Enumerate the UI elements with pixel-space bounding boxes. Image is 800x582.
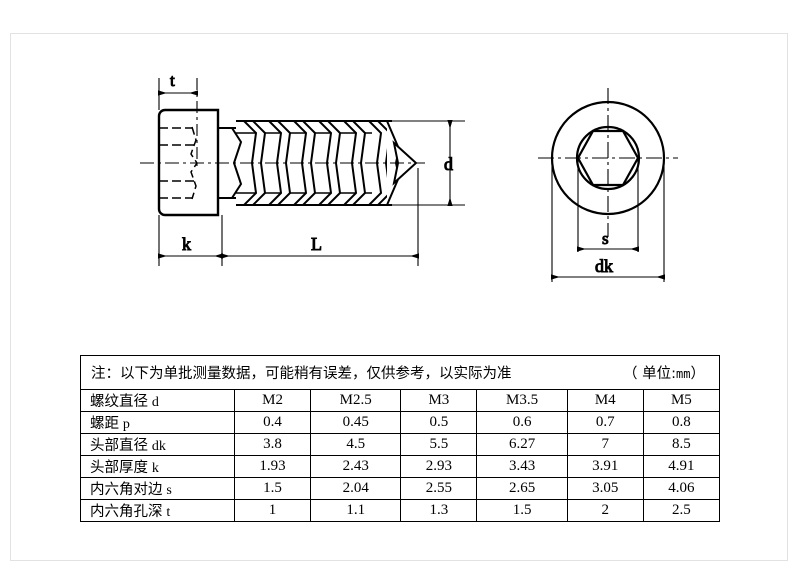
screw-head-outline <box>157 108 220 217</box>
cell-p-m35: 0.6 <box>476 411 568 434</box>
cell-dk-m35: 6.27 <box>476 433 568 456</box>
table-row: 螺距 p 0.4 0.45 0.5 0.6 0.7 0.8 <box>80 411 721 434</box>
cell-s-m25: 2.04 <box>310 477 402 500</box>
dim-k-label: k <box>182 234 191 254</box>
cell-s-m35: 2.65 <box>476 477 568 500</box>
row-label-head-thickness: 头部厚度 k <box>80 455 235 478</box>
cell-d-m25: M2.5 <box>310 389 402 412</box>
cell-dk-m2: 3.8 <box>233 433 312 456</box>
row-label-thread-diameter: 螺纹直径 d <box>80 389 235 412</box>
table-row: 头部直径 dk 3.8 4.5 5.5 6.27 7 8.5 <box>80 433 721 456</box>
table-unit-label: （ 单位:mm） <box>623 365 705 382</box>
cell-t-m4: 2 <box>566 499 644 522</box>
cell-d-m4: M4 <box>566 389 644 412</box>
table-note-cell: 注：以下为单批测量数据，可能稍有误差，仅供参考，以实际为准 （ 单位:mm） <box>80 355 720 390</box>
cell-dk-m3: 5.5 <box>400 433 478 456</box>
cell-s-m3: 2.55 <box>400 477 478 500</box>
table-row: 内六角孔深 t 1 1.1 1.3 1.5 2 2.5 <box>80 499 721 522</box>
cell-p-m3: 0.5 <box>400 411 478 434</box>
cell-t-m5: 2.5 <box>642 499 721 522</box>
table-note-text: 注：以下为单批测量数据，可能稍有误差，仅供参考，以实际为准 <box>91 365 512 382</box>
table-row: 内六角对边 s 1.5 2.04 2.55 2.65 3.05 4.06 <box>80 477 721 500</box>
dim-s-label: s <box>602 229 609 248</box>
side-view-screw: t d k L <box>140 71 465 266</box>
cell-k-m4: 3.91 <box>566 455 644 478</box>
table-note-row: 注：以下为单批测量数据，可能稍有误差，仅供参考，以实际为准 （ 单位:mm） <box>80 355 720 390</box>
cell-d-m2: M2 <box>233 389 312 412</box>
cell-dk-m25: 4.5 <box>310 433 402 456</box>
dim-dk <box>551 160 665 282</box>
row-label-socket-across-flats: 内六角对边 s <box>80 477 235 500</box>
cell-t-m35: 1.5 <box>476 499 568 522</box>
cell-d-m35: M3.5 <box>476 389 568 412</box>
thread-teeth <box>241 120 392 206</box>
cell-d-m3: M3 <box>400 389 478 412</box>
cell-dk-m4: 7 <box>566 433 644 456</box>
spec-table-body: 注：以下为单批测量数据，可能稍有误差，仅供参考，以实际为准 （ 单位:mm） 螺… <box>80 355 721 522</box>
cell-p-m25: 0.45 <box>310 411 402 434</box>
dim-d <box>390 120 465 206</box>
cell-k-m5: 4.91 <box>642 455 721 478</box>
cell-k-m25: 2.43 <box>310 455 402 478</box>
cell-t-m3: 1.3 <box>400 499 478 522</box>
cell-k-m2: 1.93 <box>233 455 312 478</box>
specification-table: 注：以下为单批测量数据，可能稍有误差，仅供参考，以实际为准 （ 单位:mm） 螺… <box>80 355 721 522</box>
row-label-head-diameter: 头部直径 dk <box>80 433 235 456</box>
dim-t <box>158 78 198 168</box>
cell-dk-m5: 8.5 <box>642 433 721 456</box>
cell-s-m2: 1.5 <box>233 477 312 500</box>
cell-t-m25: 1.1 <box>310 499 402 522</box>
cell-d-m5: M5 <box>642 389 721 412</box>
cell-t-m2: 1 <box>233 499 312 522</box>
cell-p-m4: 0.7 <box>566 411 644 434</box>
dim-s <box>577 160 639 252</box>
cell-p-m5: 0.8 <box>642 411 721 434</box>
row-label-socket-depth: 内六角孔深 t <box>80 499 235 522</box>
cell-k-m35: 3.43 <box>476 455 568 478</box>
row-label-pitch: 螺距 p <box>80 411 235 434</box>
screw-point-tip <box>392 140 418 186</box>
end-view-head: s dk <box>538 88 678 282</box>
table-row: 螺纹直径 d M2 M2.5 M3 M3.5 M4 M5 <box>80 389 721 412</box>
dim-l-label: L <box>311 234 322 254</box>
cell-s-m5: 4.06 <box>642 477 721 500</box>
dim-t-label: t <box>170 71 175 90</box>
dim-dk-label: dk <box>595 256 613 276</box>
cell-k-m3: 2.93 <box>400 455 478 478</box>
table-row: 头部厚度 k 1.93 2.43 2.93 3.43 3.91 4.91 <box>80 455 721 478</box>
cell-s-m4: 3.05 <box>566 477 644 500</box>
dim-d-label: d <box>444 154 453 174</box>
cell-p-m2: 0.4 <box>233 411 312 434</box>
